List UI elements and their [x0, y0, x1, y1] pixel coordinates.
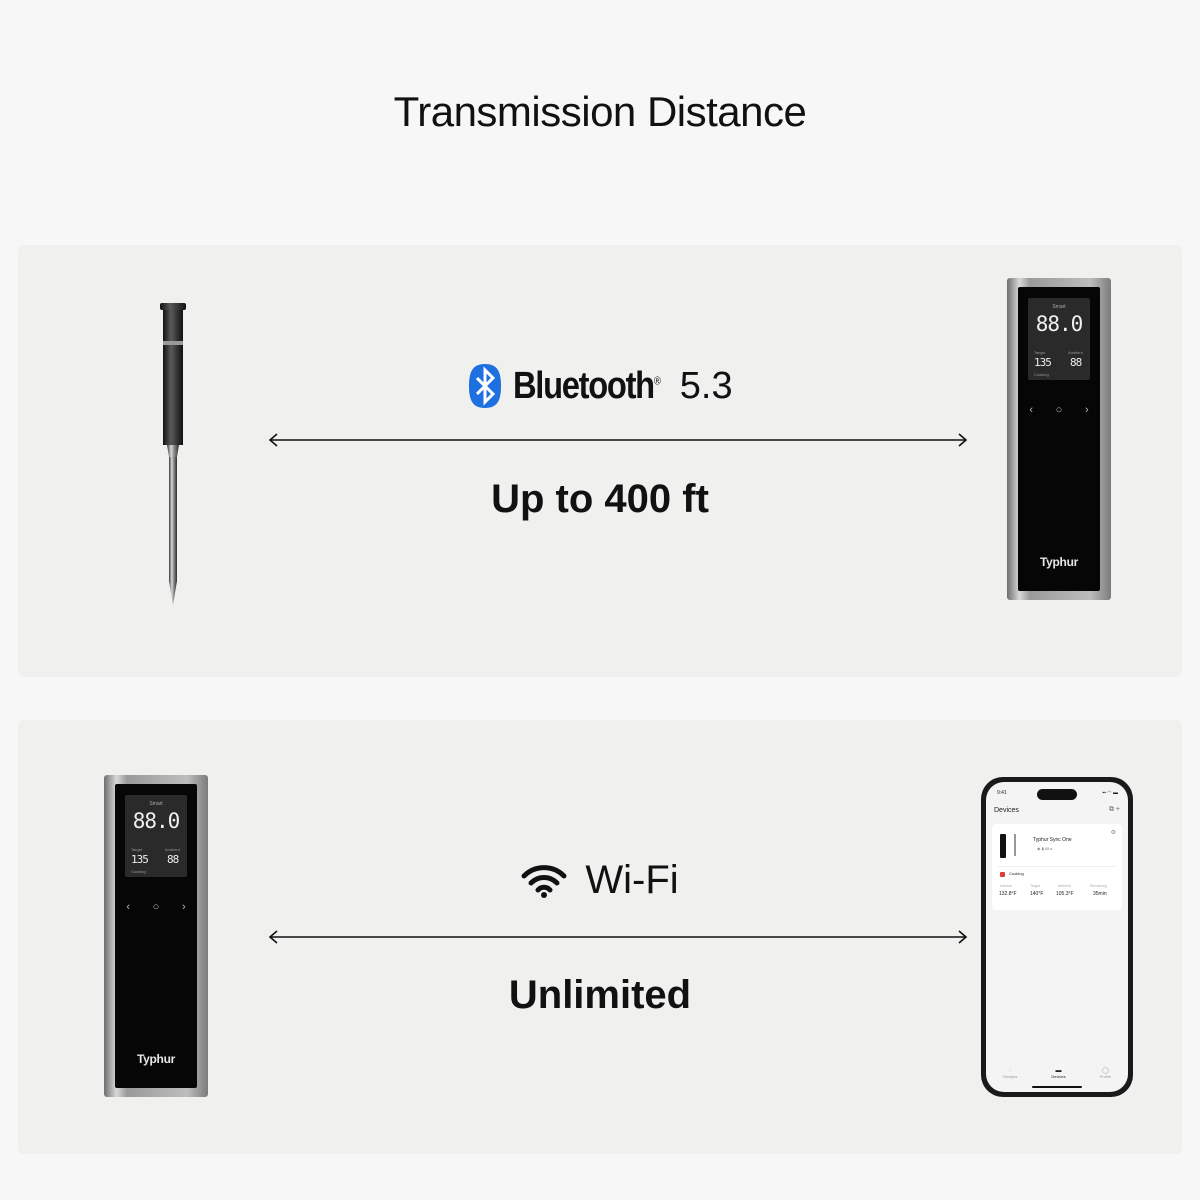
metric-label: Internal: [1000, 884, 1012, 888]
phone-app-title: Devices: [994, 807, 1019, 814]
phone-time: 9:41: [997, 790, 1007, 796]
metric-label: Ambient: [1058, 884, 1071, 888]
hub-screen: Smart 88.0 Target Ambient 135 88 Cooking: [1028, 298, 1090, 380]
devices-icon: ▬: [1055, 1067, 1062, 1074]
tab-label: Profile: [1099, 1074, 1111, 1079]
metric-value: 132.8°F: [999, 891, 1017, 897]
hub-ambient-value: 88: [1070, 356, 1082, 369]
hub-device: Smart 88.0 Target Ambient 135 88 Cooking…: [104, 775, 208, 1097]
hub-target-value: 135: [131, 853, 149, 866]
hub-target-label: Target: [131, 847, 143, 852]
hub-target-label: Target: [1034, 350, 1046, 355]
hub-status: Cooking: [1034, 372, 1049, 377]
bluetooth-range-arrow: [268, 433, 968, 447]
hub-device: Smart 88.0 Target Ambient 135 88 Cooking…: [1007, 278, 1111, 600]
bluetooth-label: Bluetooth® 5.3: [18, 363, 1182, 409]
hub-prev-icon: ‹: [126, 901, 130, 913]
hub-select-icon: ○: [1055, 404, 1063, 416]
cooking-icon: [1000, 872, 1005, 877]
hub-nav: ‹ ○ ›: [115, 901, 197, 913]
hub-nav: ‹ ○ ›: [1018, 404, 1100, 416]
profile-icon: ◯: [1101, 1068, 1109, 1074]
wifi-wordmark: Wi-Fi: [585, 858, 679, 902]
tab-profile[interactable]: ◯Profile: [1100, 1067, 1111, 1079]
tab-label: Devices: [1051, 1073, 1066, 1079]
hub-screen: Smart 88.0 Target Ambient 135 88 Cooking: [125, 795, 187, 877]
phone-screen: 9:41 ▪▪ ◠ ▬ Devices ⧉ + ⚙ Typhur Sync On…: [986, 782, 1128, 1092]
hub-prev-icon: ‹: [1029, 404, 1033, 416]
hub-main-temp: 88.0: [1035, 312, 1084, 336]
hub-next-icon: ›: [1084, 404, 1089, 416]
hub-ambient-label: Ambient: [165, 847, 180, 852]
hub-ambient-value: 88: [167, 853, 179, 866]
hub-brand-logo: Typhur: [137, 1052, 175, 1066]
phone-app-actions: ⧉ +: [1108, 806, 1120, 813]
phone-status-icons: ▪▪ ◠ ▬: [1102, 790, 1118, 796]
bluetooth-icon: [469, 364, 502, 408]
hub-face: Smart 88.0 Target Ambient 135 88 Cooking…: [115, 784, 197, 1088]
metric-value: 140°F: [1030, 891, 1044, 897]
registered-mark: ®: [654, 374, 661, 387]
probe-image: [160, 303, 186, 605]
wifi-icon: [521, 864, 567, 898]
tab-devices[interactable]: ▬Devices: [1051, 1068, 1065, 1079]
bluetooth-panel: Bluetooth® 5.3 Up to 400 ft Smart 88.0 T…: [18, 245, 1182, 677]
home-indicator: [1032, 1086, 1082, 1088]
hub-main-temp: 88.0: [132, 809, 181, 833]
hub-select-icon: ○: [152, 901, 160, 913]
phone-device-name: Typhur Sync One: [1033, 837, 1072, 843]
recipes-icon: ◌: [1008, 1067, 1012, 1074]
hub-ambient-label: Ambient: [1068, 350, 1083, 355]
phone-device-card: ⚙ Typhur Sync One ◉ ▮ 88 ▸ Cooking Inter…: [992, 824, 1122, 910]
divider: [998, 866, 1116, 867]
page-title: Transmission Distance: [393, 88, 807, 135]
phone-notch: [1037, 789, 1077, 800]
hub-target-value: 135: [1034, 356, 1052, 369]
metric-value: 35min: [1093, 891, 1107, 897]
phone-tab-bar: ◌Recipes ▬Devices ◯Profile: [986, 1062, 1128, 1084]
hub-status: Cooking: [131, 869, 146, 874]
hub-mode: Smart: [149, 801, 163, 807]
wifi-range-label: Unlimited: [508, 973, 692, 1017]
hub-face: Smart 88.0 Target Ambient 135 88 Cooking…: [1018, 287, 1100, 591]
phone-device: 9:41 ▪▪ ◠ ▬ Devices ⧉ + ⚙ Typhur Sync On…: [981, 777, 1133, 1097]
bluetooth-version: 5.3: [679, 364, 733, 407]
tab-recipes[interactable]: ◌Recipes: [1003, 1068, 1017, 1079]
metric-value: 105.3°F: [1056, 891, 1074, 897]
gear-icon: ⚙: [1110, 830, 1116, 836]
wifi-panel: Smart 88.0 Target Ambient 135 88 Cooking…: [18, 720, 1182, 1154]
hub-next-icon: ›: [181, 901, 186, 913]
bluetooth-wordmark: Bluetooth®: [513, 364, 661, 407]
wifi-label: Wi-Fi: [18, 858, 1182, 903]
hub-mode: Smart: [1052, 304, 1066, 310]
phone-cooking-status: Cooking: [1009, 871, 1024, 876]
probe-thumbnail: [1014, 834, 1016, 856]
metric-label: Remaining: [1090, 884, 1107, 888]
wifi-range-arrow: [268, 930, 968, 944]
tab-label: Recipes: [1002, 1073, 1018, 1079]
device-thumbnail: [1000, 834, 1006, 858]
phone-device-icons: ◉ ▮ 88 ▸: [1037, 846, 1053, 851]
bluetooth-range-label: Up to 400 ft: [491, 477, 709, 521]
metric-label: Target: [1030, 884, 1040, 888]
hub-brand-logo: Typhur: [1040, 555, 1078, 569]
